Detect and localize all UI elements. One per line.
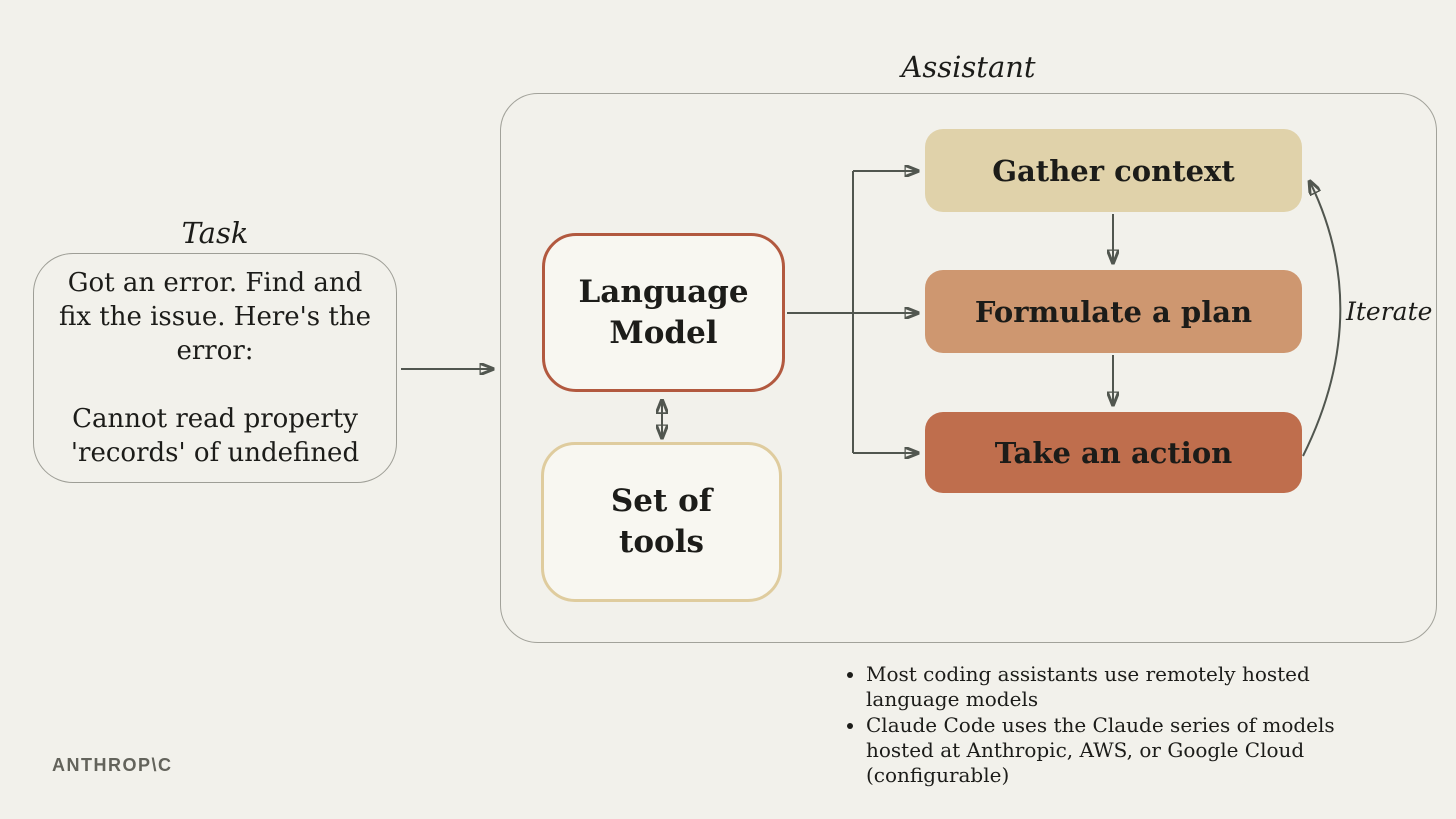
task-box: Got an error. Find and fix the issue. He… xyxy=(33,253,397,483)
anthropic-logo: ANTHROP\C xyxy=(52,755,173,775)
note-item: Most coding assistants use remotely host… xyxy=(866,662,1398,712)
set-of-tools-node: Set of tools xyxy=(541,442,782,602)
step-gather-context: Gather context xyxy=(925,129,1302,212)
step-formulate-plan-label: Formulate a plan xyxy=(974,294,1253,329)
task-title: Task xyxy=(181,216,249,250)
step-take-action-label: Take an action xyxy=(994,435,1233,470)
set-of-tools-label: Set of tools xyxy=(610,483,713,560)
task-text-line2: Cannot read property 'records' of undefi… xyxy=(70,404,360,468)
step-formulate-plan: Formulate a plan xyxy=(925,270,1302,353)
task-text-line1: Got an error. Find and fix the issue. He… xyxy=(59,268,371,366)
assistant-title: Assistant xyxy=(901,50,1036,84)
notes-list: Most coding assistants use remotely host… xyxy=(838,662,1398,789)
language-model-label: Language Model xyxy=(578,273,749,351)
iterate-label: Iterate xyxy=(1346,297,1433,326)
language-model-node: Language Model xyxy=(542,233,785,392)
note-item: Claude Code uses the Claude series of mo… xyxy=(866,713,1398,788)
step-gather-context-label: Gather context xyxy=(992,153,1235,188)
assistant-container xyxy=(500,93,1437,643)
step-take-action: Take an action xyxy=(925,412,1302,493)
